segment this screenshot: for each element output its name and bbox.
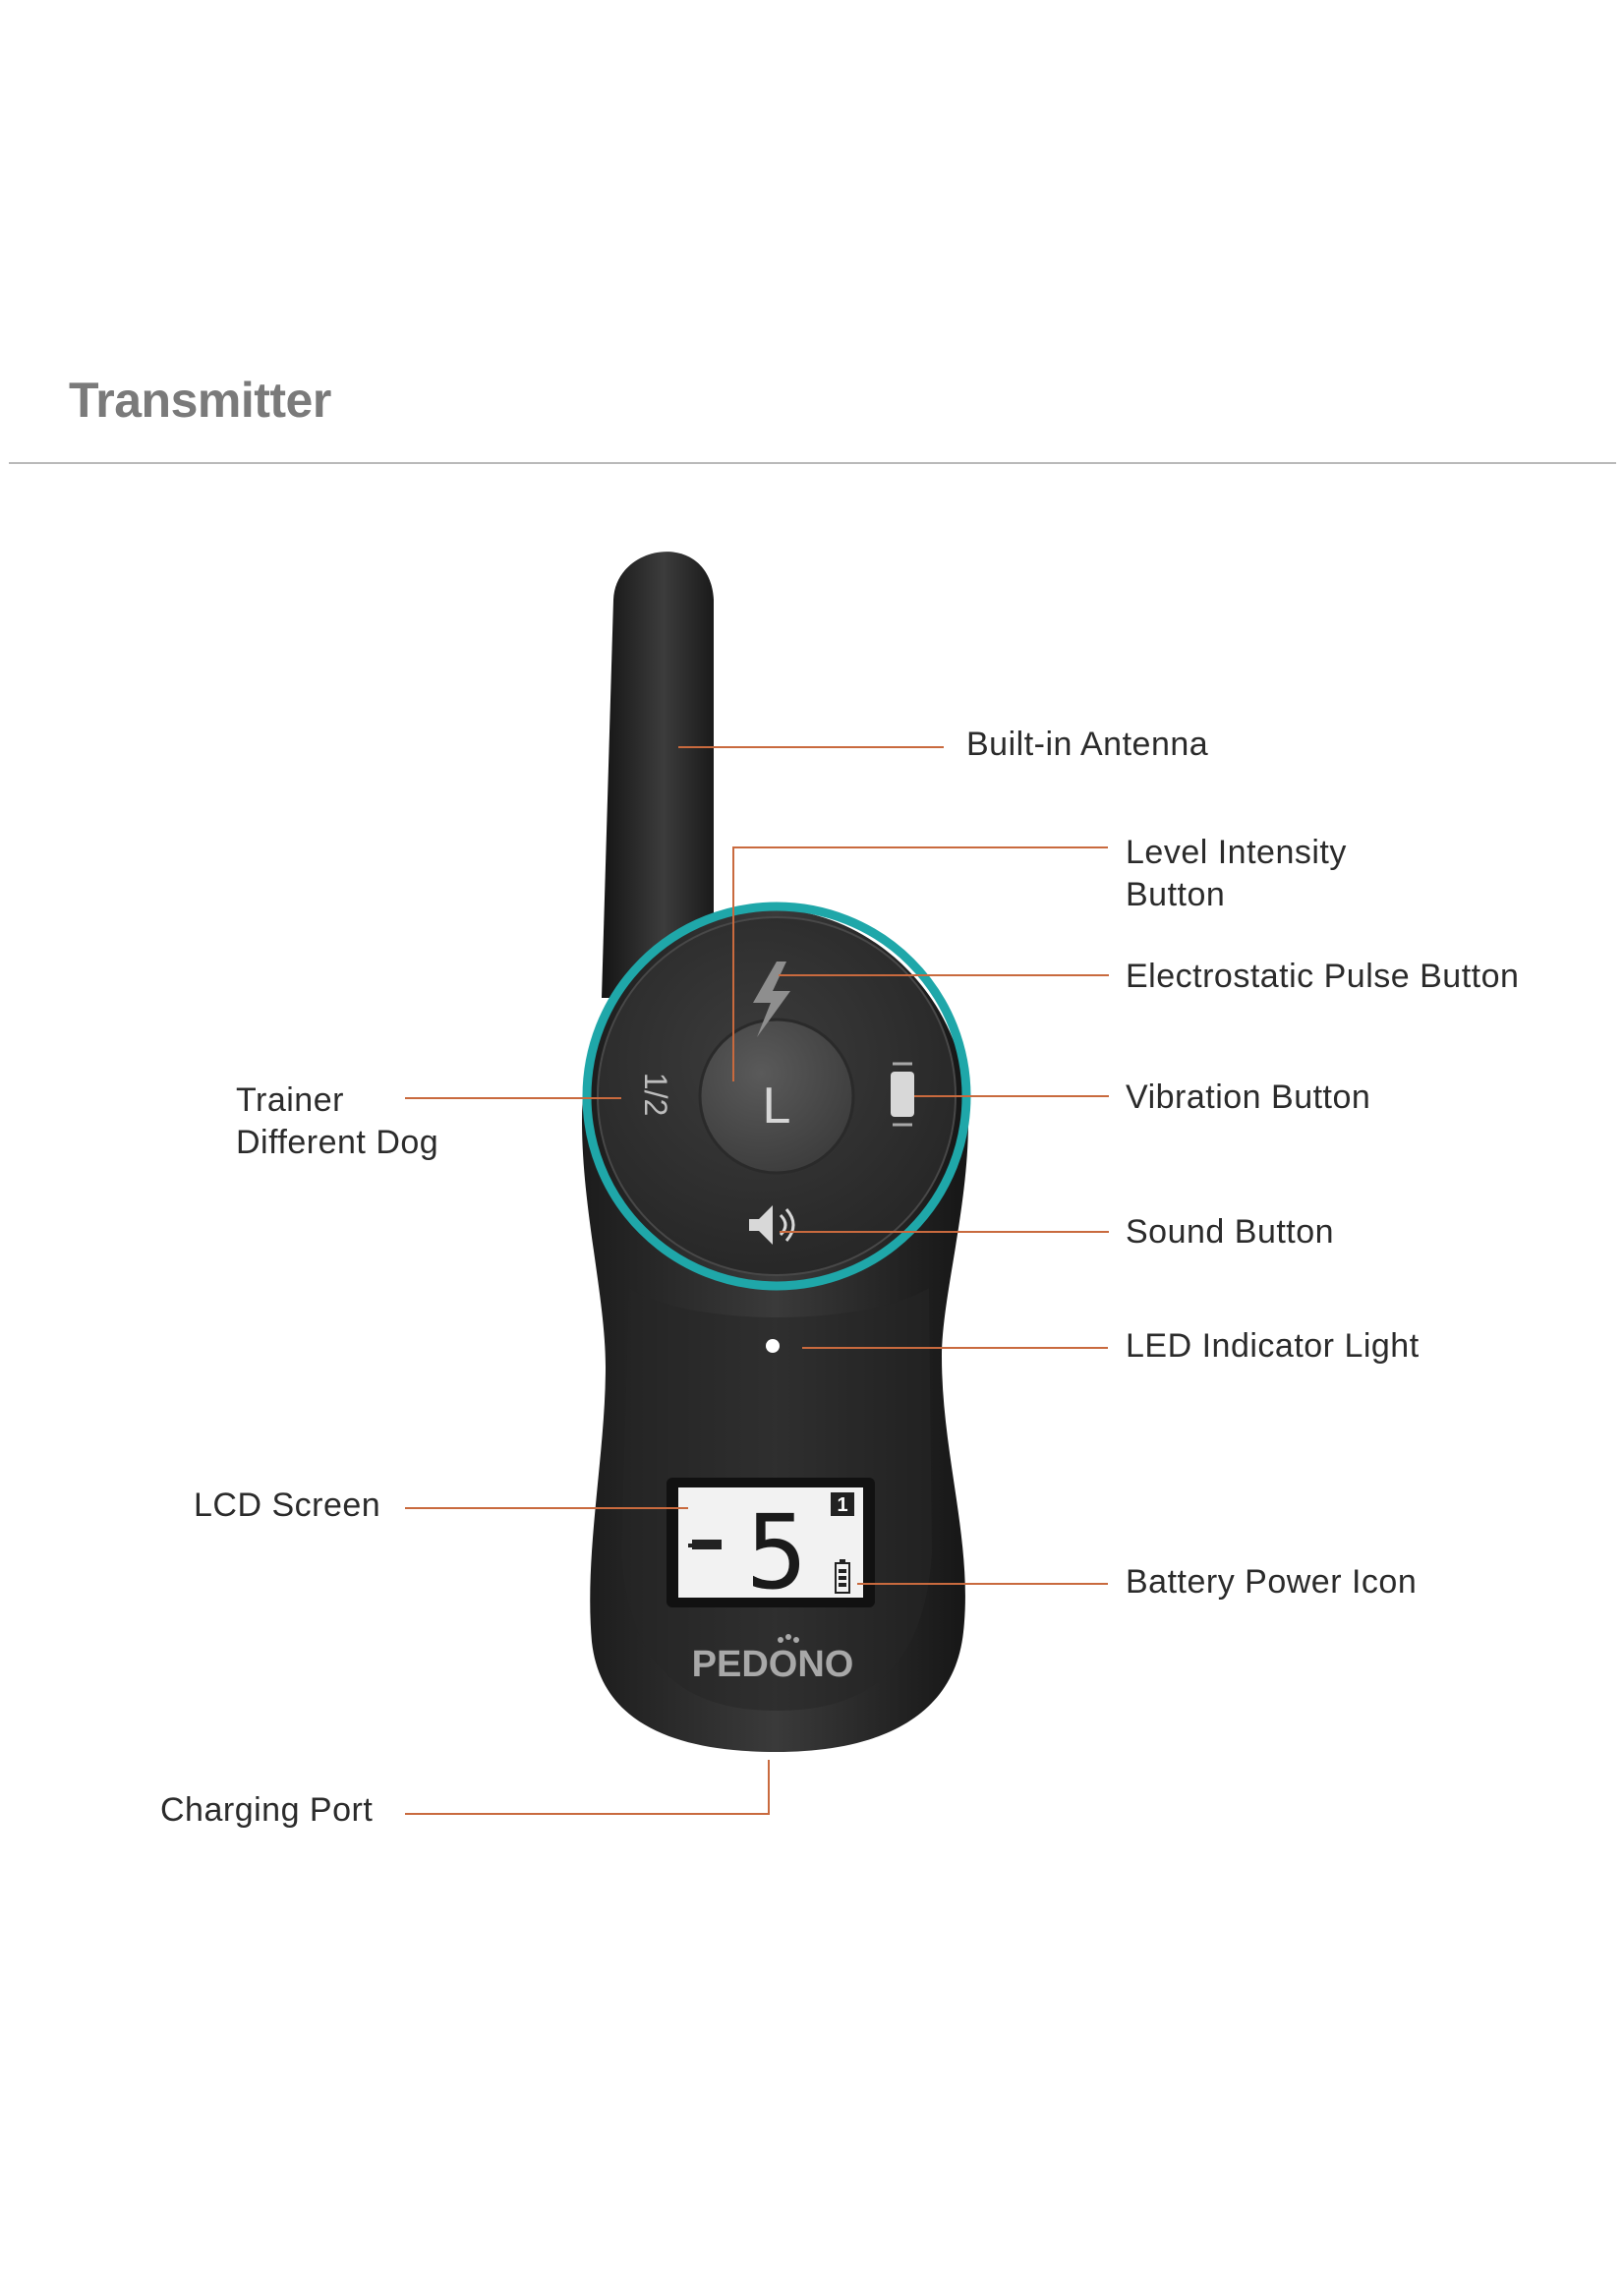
dog-switch-label: 1/2 xyxy=(638,1073,673,1116)
callout-pulse: Electrostatic Pulse Button xyxy=(1126,958,1520,995)
callout-battery: Battery Power Icon xyxy=(1126,1563,1418,1601)
callout-vibration: Vibration Button xyxy=(1126,1079,1371,1116)
level-intensity-button xyxy=(698,1018,855,1175)
lightning-icon xyxy=(753,962,790,1037)
brand-logo: PEDONO xyxy=(692,1644,854,1685)
title-divider xyxy=(9,462,1616,464)
speaker-icon xyxy=(749,1205,795,1245)
center-button-label: L xyxy=(763,1078,791,1135)
vibration-icon xyxy=(891,1062,914,1127)
lcd-channel: 1 xyxy=(837,1494,847,1516)
callout-led: LED Indicator Light xyxy=(1126,1327,1420,1365)
paw-icon xyxy=(778,1634,799,1643)
callout-charging: Charging Port xyxy=(160,1791,374,1829)
leader-level xyxy=(732,846,1108,1081)
battery-icon xyxy=(835,1559,850,1594)
led-indicator xyxy=(766,1339,780,1353)
page-title: Transmitter xyxy=(69,373,331,428)
lcd-channel-badge xyxy=(831,1492,854,1516)
leader-charging xyxy=(405,1760,770,1815)
leader-lines xyxy=(405,746,1109,1815)
callout-lcd: LCD Screen xyxy=(194,1487,381,1524)
callout-antenna: Built-in Antenna xyxy=(966,726,1209,763)
lcd-level-indicator xyxy=(692,1540,722,1549)
antenna xyxy=(602,552,714,998)
callout-sound: Sound Button xyxy=(1126,1213,1335,1251)
lcd-digit: 5 xyxy=(746,1492,808,1612)
